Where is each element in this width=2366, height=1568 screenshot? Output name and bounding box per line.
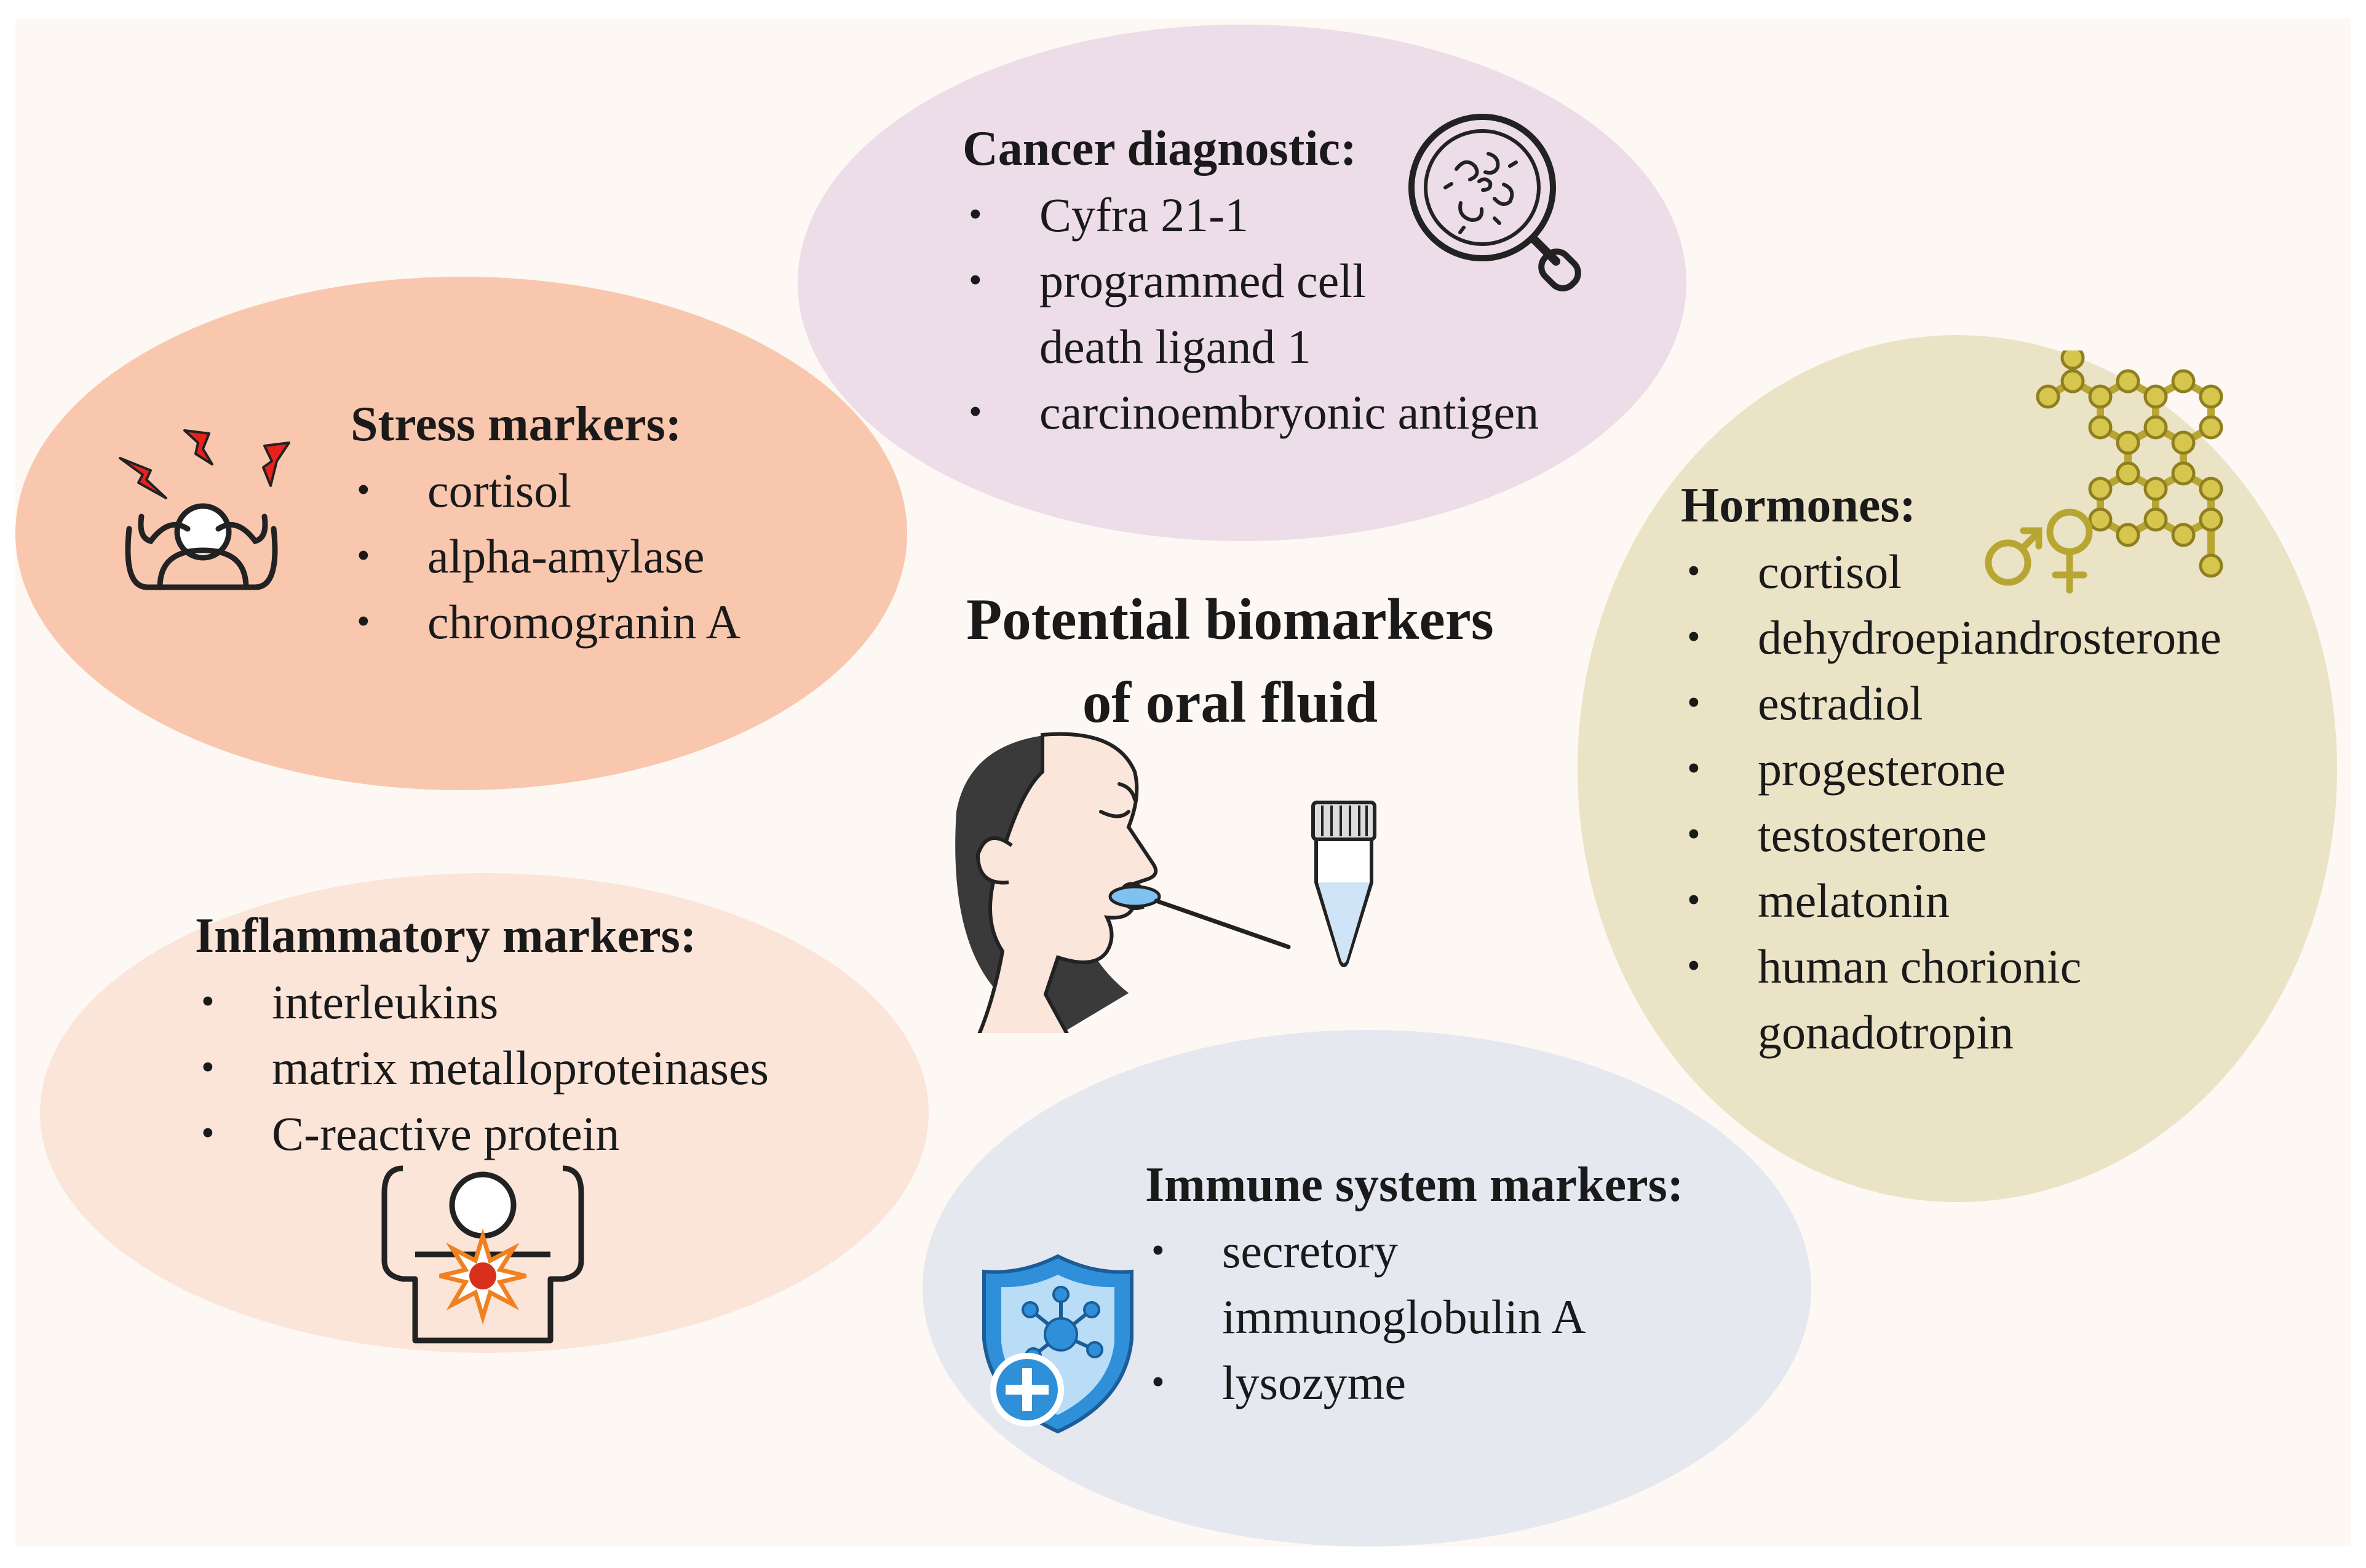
title-line-2: of oral fluid bbox=[1082, 670, 1378, 735]
immune-list: secretory immunoglobulin A lysozyme bbox=[1145, 1218, 1683, 1416]
title-line-1: Potential biomarkers bbox=[966, 587, 1494, 652]
list-item-continuation: immunoglobulin A bbox=[1222, 1290, 1586, 1344]
cancer-heading: Cancer diagnostic: bbox=[963, 122, 1357, 176]
list-item: testosterone bbox=[1681, 802, 2221, 868]
molecule-structure-icon bbox=[2036, 350, 2223, 578]
stress-heading: Stress markers: bbox=[351, 397, 682, 451]
diagram-title: Potential biomarkers of oral fluid bbox=[861, 578, 1599, 744]
sample-tube-icon bbox=[1311, 801, 1376, 967]
cancer-list: Cyfra 21-1 programmed cell death ligand … bbox=[963, 182, 1539, 445]
list-item: dehydroepiandrosterone bbox=[1681, 604, 2221, 670]
immune-section: Immune system markers: secretory immunog… bbox=[1145, 1152, 1683, 1416]
list-item: matrix metalloproteinases bbox=[195, 1035, 769, 1101]
list-item: programmed cell bbox=[963, 248, 1539, 314]
list-item: progesterone bbox=[1681, 736, 2221, 802]
woman-saliva-swab-icon bbox=[955, 732, 1291, 1033]
list-item: lysozyme bbox=[1145, 1350, 1683, 1416]
list-item-continuation: death ligand 1 bbox=[1039, 320, 1311, 373]
inflammatory-list: interleukins matrix metalloproteinases C… bbox=[195, 969, 769, 1166]
list-item: estradiol bbox=[1681, 670, 2221, 736]
immune-shield-icon bbox=[982, 1254, 1133, 1434]
list-item: melatonin bbox=[1681, 868, 2221, 933]
list-item: C-reactive protein bbox=[195, 1101, 769, 1166]
list-item: chromogranin A bbox=[351, 589, 740, 655]
hormones-heading: Hormones: bbox=[1681, 478, 1916, 533]
list-item: cortisol bbox=[351, 457, 740, 523]
list-item: secretory bbox=[1145, 1218, 1683, 1284]
inflammatory-section: Inflammatory markers: interleukins matri… bbox=[195, 903, 769, 1166]
list-item: cortisol bbox=[1681, 539, 2221, 604]
list-item: human chorionic bbox=[1681, 933, 2221, 999]
list-item: carcinoembryonic antigen bbox=[963, 379, 1539, 445]
stressed-person-icon bbox=[119, 429, 290, 590]
hormones-list: cortisol dehydroepiandrosterone estradio… bbox=[1681, 539, 2221, 1065]
list-item-continuation: gonadotropin bbox=[1758, 1005, 2014, 1059]
gender-symbols-icon bbox=[1985, 509, 2093, 593]
cancer-section: Cancer diagnostic: Cyfra 21-1 programmed… bbox=[963, 116, 1539, 445]
stress-list: cortisol alpha-amylase chromogranin A bbox=[351, 457, 740, 655]
stress-section: Stress markers: cortisol alpha-amylase c… bbox=[351, 391, 740, 655]
hormones-section: Hormones: cortisol dehydroepiandrosteron… bbox=[1681, 472, 2221, 1065]
list-item: Cyfra 21-1 bbox=[963, 182, 1539, 248]
inflammatory-heading: Inflammatory markers: bbox=[195, 909, 697, 963]
immune-heading: Immune system markers: bbox=[1145, 1158, 1684, 1212]
list-item: alpha-amylase bbox=[351, 523, 740, 589]
inflamed-person-icon bbox=[381, 1165, 584, 1344]
magnifier-cells-icon bbox=[1408, 114, 1581, 291]
list-item: interleukins bbox=[195, 969, 769, 1035]
